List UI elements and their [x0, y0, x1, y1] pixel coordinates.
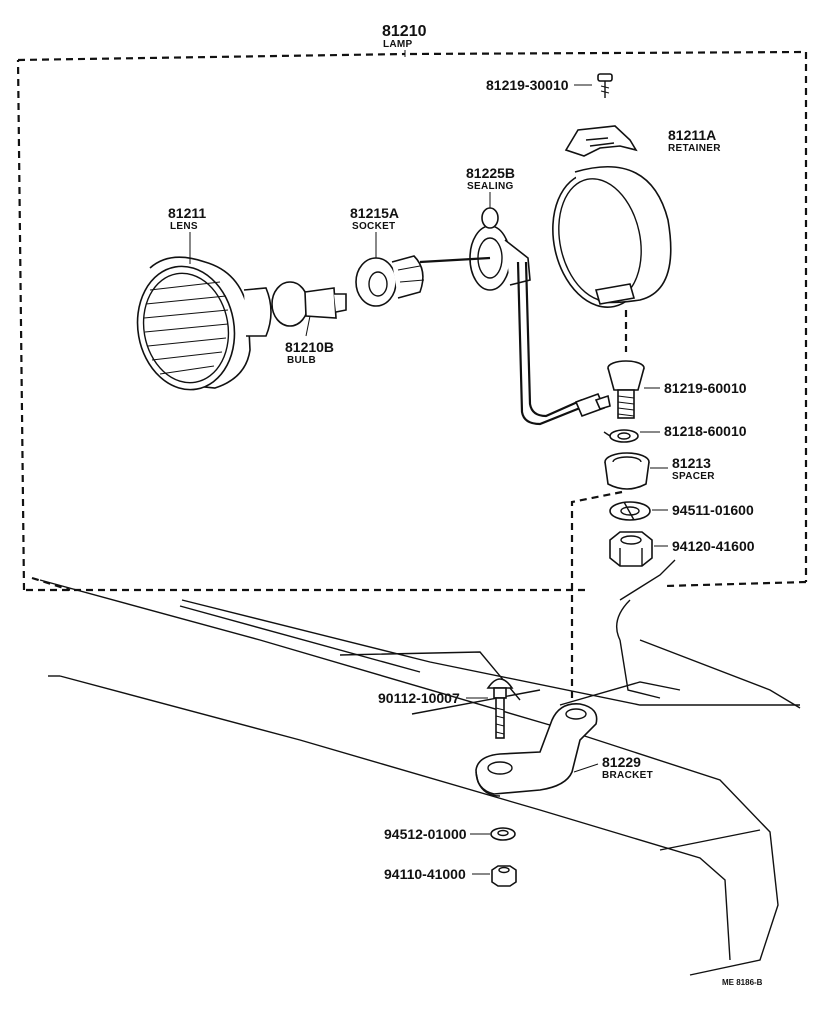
retainer-name-label: RETAINER — [668, 143, 721, 154]
lens-part-number: 81211 — [168, 205, 206, 221]
lamp-assembly-boundary — [16, 50, 808, 592]
lamp-housing-part — [552, 165, 672, 308]
sealing-name-label: SEALING — [467, 181, 514, 192]
bulb-name-label: BULB — [287, 355, 316, 366]
mounting-bolt-part-number: 81219-60010 — [664, 380, 747, 396]
lock-washer-part-number: 94511-01600 — [672, 502, 754, 518]
screw-part — [597, 73, 613, 98]
small-nut-part — [491, 865, 517, 887]
socket-part — [355, 255, 425, 307]
lamp-name-label: LAMP — [383, 39, 413, 50]
bracket-part — [475, 703, 598, 797]
nut-part-number: 94120-41600 — [672, 538, 755, 554]
washer-part-number: 94512-01000 — [384, 826, 467, 842]
clip-part-number: 81218-60010 — [664, 423, 747, 439]
carriage-bolt-part-number: 90112-10007 — [378, 690, 460, 706]
lens-part — [136, 256, 272, 391]
small-nut-part-number: 94110-41000 — [384, 866, 466, 882]
washer-part — [490, 827, 516, 841]
sealing-part-number: 81225B — [466, 165, 515, 181]
bumper-outline — [31, 559, 801, 976]
mounting-bolt-part — [607, 360, 645, 419]
clip-part — [603, 429, 639, 443]
carriage-bolt-part — [486, 678, 514, 739]
bracket-part-number: 81229 — [602, 754, 641, 770]
sealing-part — [469, 207, 531, 291]
retainer-part-number: 81211A — [668, 127, 716, 143]
reference-code: ME 8186-B — [722, 978, 763, 987]
lens-name-label: LENS — [170, 221, 198, 232]
lock-washer-part — [609, 501, 651, 521]
spacer-name-label: SPACER — [672, 471, 715, 482]
socket-part-number: 81215A — [350, 205, 399, 221]
wire-harness — [419, 256, 611, 426]
lamp-part-number: 81210 — [382, 23, 427, 40]
bulb-part-number: 81210B — [285, 339, 334, 355]
screw-part-number: 81219-30010 — [486, 77, 569, 93]
bracket-name-label: BRACKET — [602, 770, 653, 781]
retainer-part — [564, 125, 638, 157]
nut-part — [609, 531, 653, 567]
bulb-part — [271, 281, 347, 327]
spacer-part — [604, 452, 650, 490]
spacer-part-number: 81213 — [672, 455, 711, 471]
socket-name-label: SOCKET — [352, 221, 395, 232]
